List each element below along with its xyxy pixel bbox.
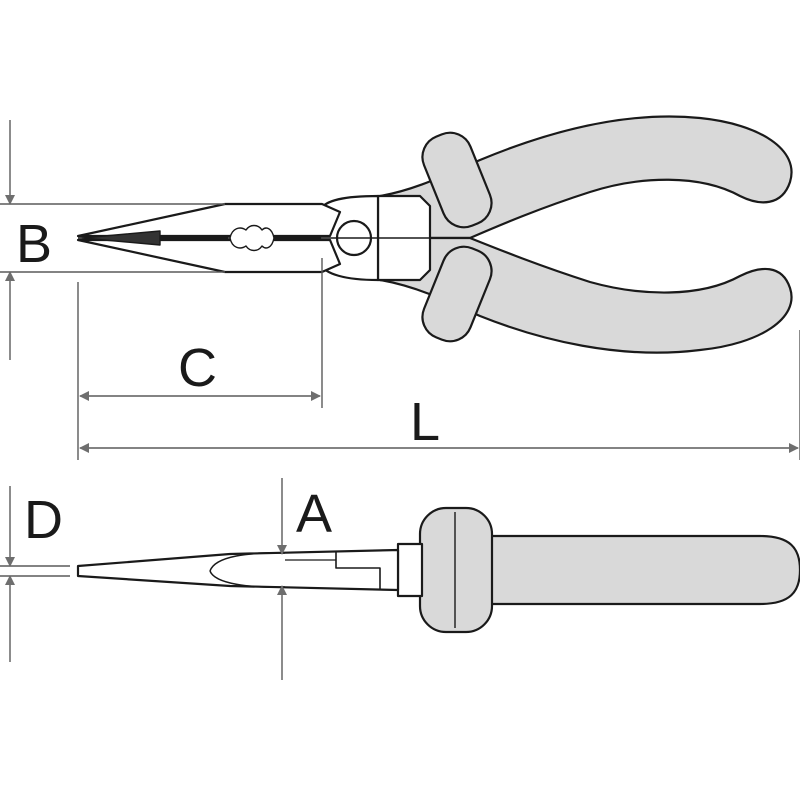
lower-finger-guard — [421, 245, 493, 343]
side-jaw-curve — [209, 552, 286, 572]
pliers-side-view — [76, 506, 800, 634]
side-view-dimensions — [0, 478, 287, 680]
side-neck — [396, 542, 424, 598]
side-finger-guard — [418, 506, 494, 634]
dimension-label-c: C — [178, 338, 217, 398]
serrated-tip — [81, 230, 228, 246]
side-handle — [468, 534, 800, 606]
dimension-label-b: B — [16, 214, 52, 274]
upper-jaw — [76, 202, 342, 238]
dimension-label-a: A — [296, 484, 332, 544]
top-view-dimensions — [0, 120, 800, 460]
pliers-top-view — [76, 115, 793, 354]
dimension-label-l: L — [410, 392, 440, 452]
jaw-grip-section — [229, 224, 275, 252]
dimension-label-d: D — [24, 490, 63, 550]
lower-jaw — [76, 238, 342, 274]
upper-finger-guard — [421, 131, 493, 229]
